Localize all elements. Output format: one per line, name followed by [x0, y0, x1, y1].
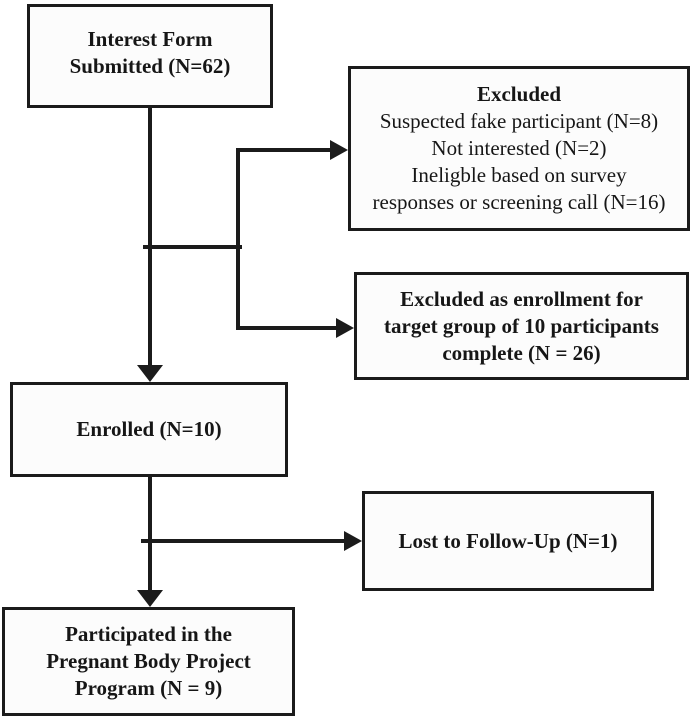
arrowhead-down-participated	[137, 590, 163, 607]
connector-interest-to-enrolled	[148, 108, 152, 368]
connector-branch-riser	[236, 148, 240, 330]
node-text-line: Interest Form	[87, 27, 213, 51]
node-excluded-screening: Excluded Suspected fake participant (N=8…	[348, 66, 690, 231]
node-text-line: complete (N = 26)	[442, 340, 601, 365]
arrowhead-right-excluded-screening	[330, 140, 348, 160]
arrowhead-down-enrolled	[137, 365, 163, 382]
node-excluded-capacity: Excluded as enrollment for target group …	[354, 272, 689, 380]
connector-to-lost-follow-up	[141, 539, 344, 543]
node-text-line: Not interested (N=2)	[431, 136, 607, 160]
node-text-line: target group of 10 participants	[384, 313, 659, 338]
node-interest-form-submitted: Interest Form Submitted (N=62)	[27, 4, 273, 108]
node-text-line: Participated in the	[65, 622, 232, 646]
arrowhead-right-excluded-capacity	[336, 318, 354, 338]
node-text-line: Excluded as enrollment for	[400, 286, 643, 311]
connector-branch-stem	[143, 245, 242, 249]
connector-to-excluded-capacity	[236, 326, 338, 330]
node-title: Excluded	[476, 82, 562, 106]
node-text-line: Pregnant Body Project	[46, 649, 251, 673]
connector-to-excluded-screening	[236, 148, 332, 152]
node-text-line: Suspected fake participant (N=8)	[379, 109, 659, 133]
node-text-line: Enrolled (N=10)	[76, 417, 222, 441]
node-text-line: responses or screening call (N=16)	[372, 190, 666, 214]
node-text-line: Submitted (N=62)	[69, 54, 231, 78]
node-text-line: Program (N = 9)	[74, 676, 223, 700]
connector-enrolled-to-participated	[148, 477, 152, 591]
node-participated-program: Participated in the Pregnant Body Projec…	[2, 607, 295, 716]
node-text-line: Ineligble based on survey	[411, 163, 627, 187]
node-text-line: Lost to Follow-Up (N=1)	[398, 528, 618, 553]
node-enrolled: Enrolled (N=10)	[10, 382, 288, 477]
arrowhead-right-lost-follow-up	[344, 531, 362, 551]
node-lost-to-follow-up: Lost to Follow-Up (N=1)	[362, 491, 654, 591]
